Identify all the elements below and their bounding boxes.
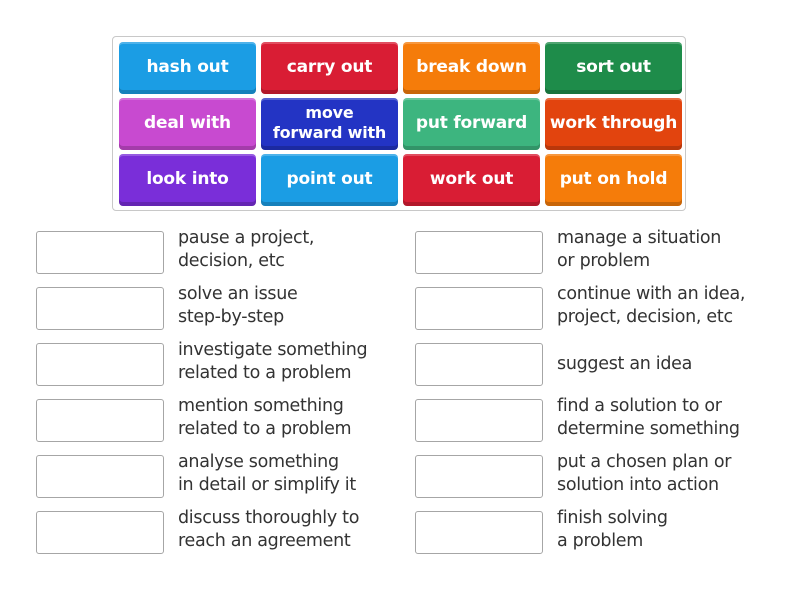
word-tile[interactable]: point out: [261, 154, 398, 206]
clue-text: find a solution to or determine somethin…: [557, 396, 740, 439]
word-tile[interactable]: sort out: [545, 42, 682, 94]
answer-drop-zone[interactable]: [36, 455, 164, 498]
clue-text: put a chosen plan or solution into actio…: [557, 452, 732, 495]
clue-text: investigate something related to a probl…: [178, 340, 368, 383]
word-tile[interactable]: put forward: [403, 98, 540, 150]
word-tile[interactable]: move forward with: [261, 98, 398, 150]
answer-drop-zone[interactable]: [36, 343, 164, 386]
word-tile[interactable]: work out: [403, 154, 540, 206]
word-tile[interactable]: put on hold: [545, 154, 682, 206]
word-tile[interactable]: look into: [119, 154, 256, 206]
word-tile[interactable]: deal with: [119, 98, 256, 150]
answer-drop-zone[interactable]: [415, 343, 543, 386]
answer-drop-zone[interactable]: [36, 287, 164, 330]
answer-drop-zone[interactable]: [415, 231, 543, 274]
clue-text: mention something related to a problem: [178, 396, 352, 439]
word-tile[interactable]: work through: [545, 98, 682, 150]
clue-text: continue with an idea, project, decision…: [557, 284, 746, 327]
answer-drop-zone[interactable]: [415, 287, 543, 330]
word-tile[interactable]: break down: [403, 42, 540, 94]
answer-drop-zone[interactable]: [415, 399, 543, 442]
word-tile[interactable]: carry out: [261, 42, 398, 94]
answer-drop-zone[interactable]: [415, 455, 543, 498]
clue-text: pause a project, decision, etc: [178, 228, 315, 271]
clue-text: solve an issue step-by-step: [178, 284, 298, 327]
clue-text: analyse something in detail or simplify …: [178, 452, 356, 495]
answer-drop-zone[interactable]: [36, 511, 164, 554]
answer-drop-zone[interactable]: [36, 399, 164, 442]
clue-text: suggest an idea: [557, 354, 693, 374]
clue-text: finish solving a problem: [557, 508, 668, 551]
word-tile[interactable]: hash out: [119, 42, 256, 94]
answer-drop-zone[interactable]: [36, 231, 164, 274]
answer-drop-zone[interactable]: [415, 511, 543, 554]
clue-text: discuss thoroughly to reach an agreement: [178, 508, 360, 551]
clue-text: manage a situation or problem: [557, 228, 722, 271]
